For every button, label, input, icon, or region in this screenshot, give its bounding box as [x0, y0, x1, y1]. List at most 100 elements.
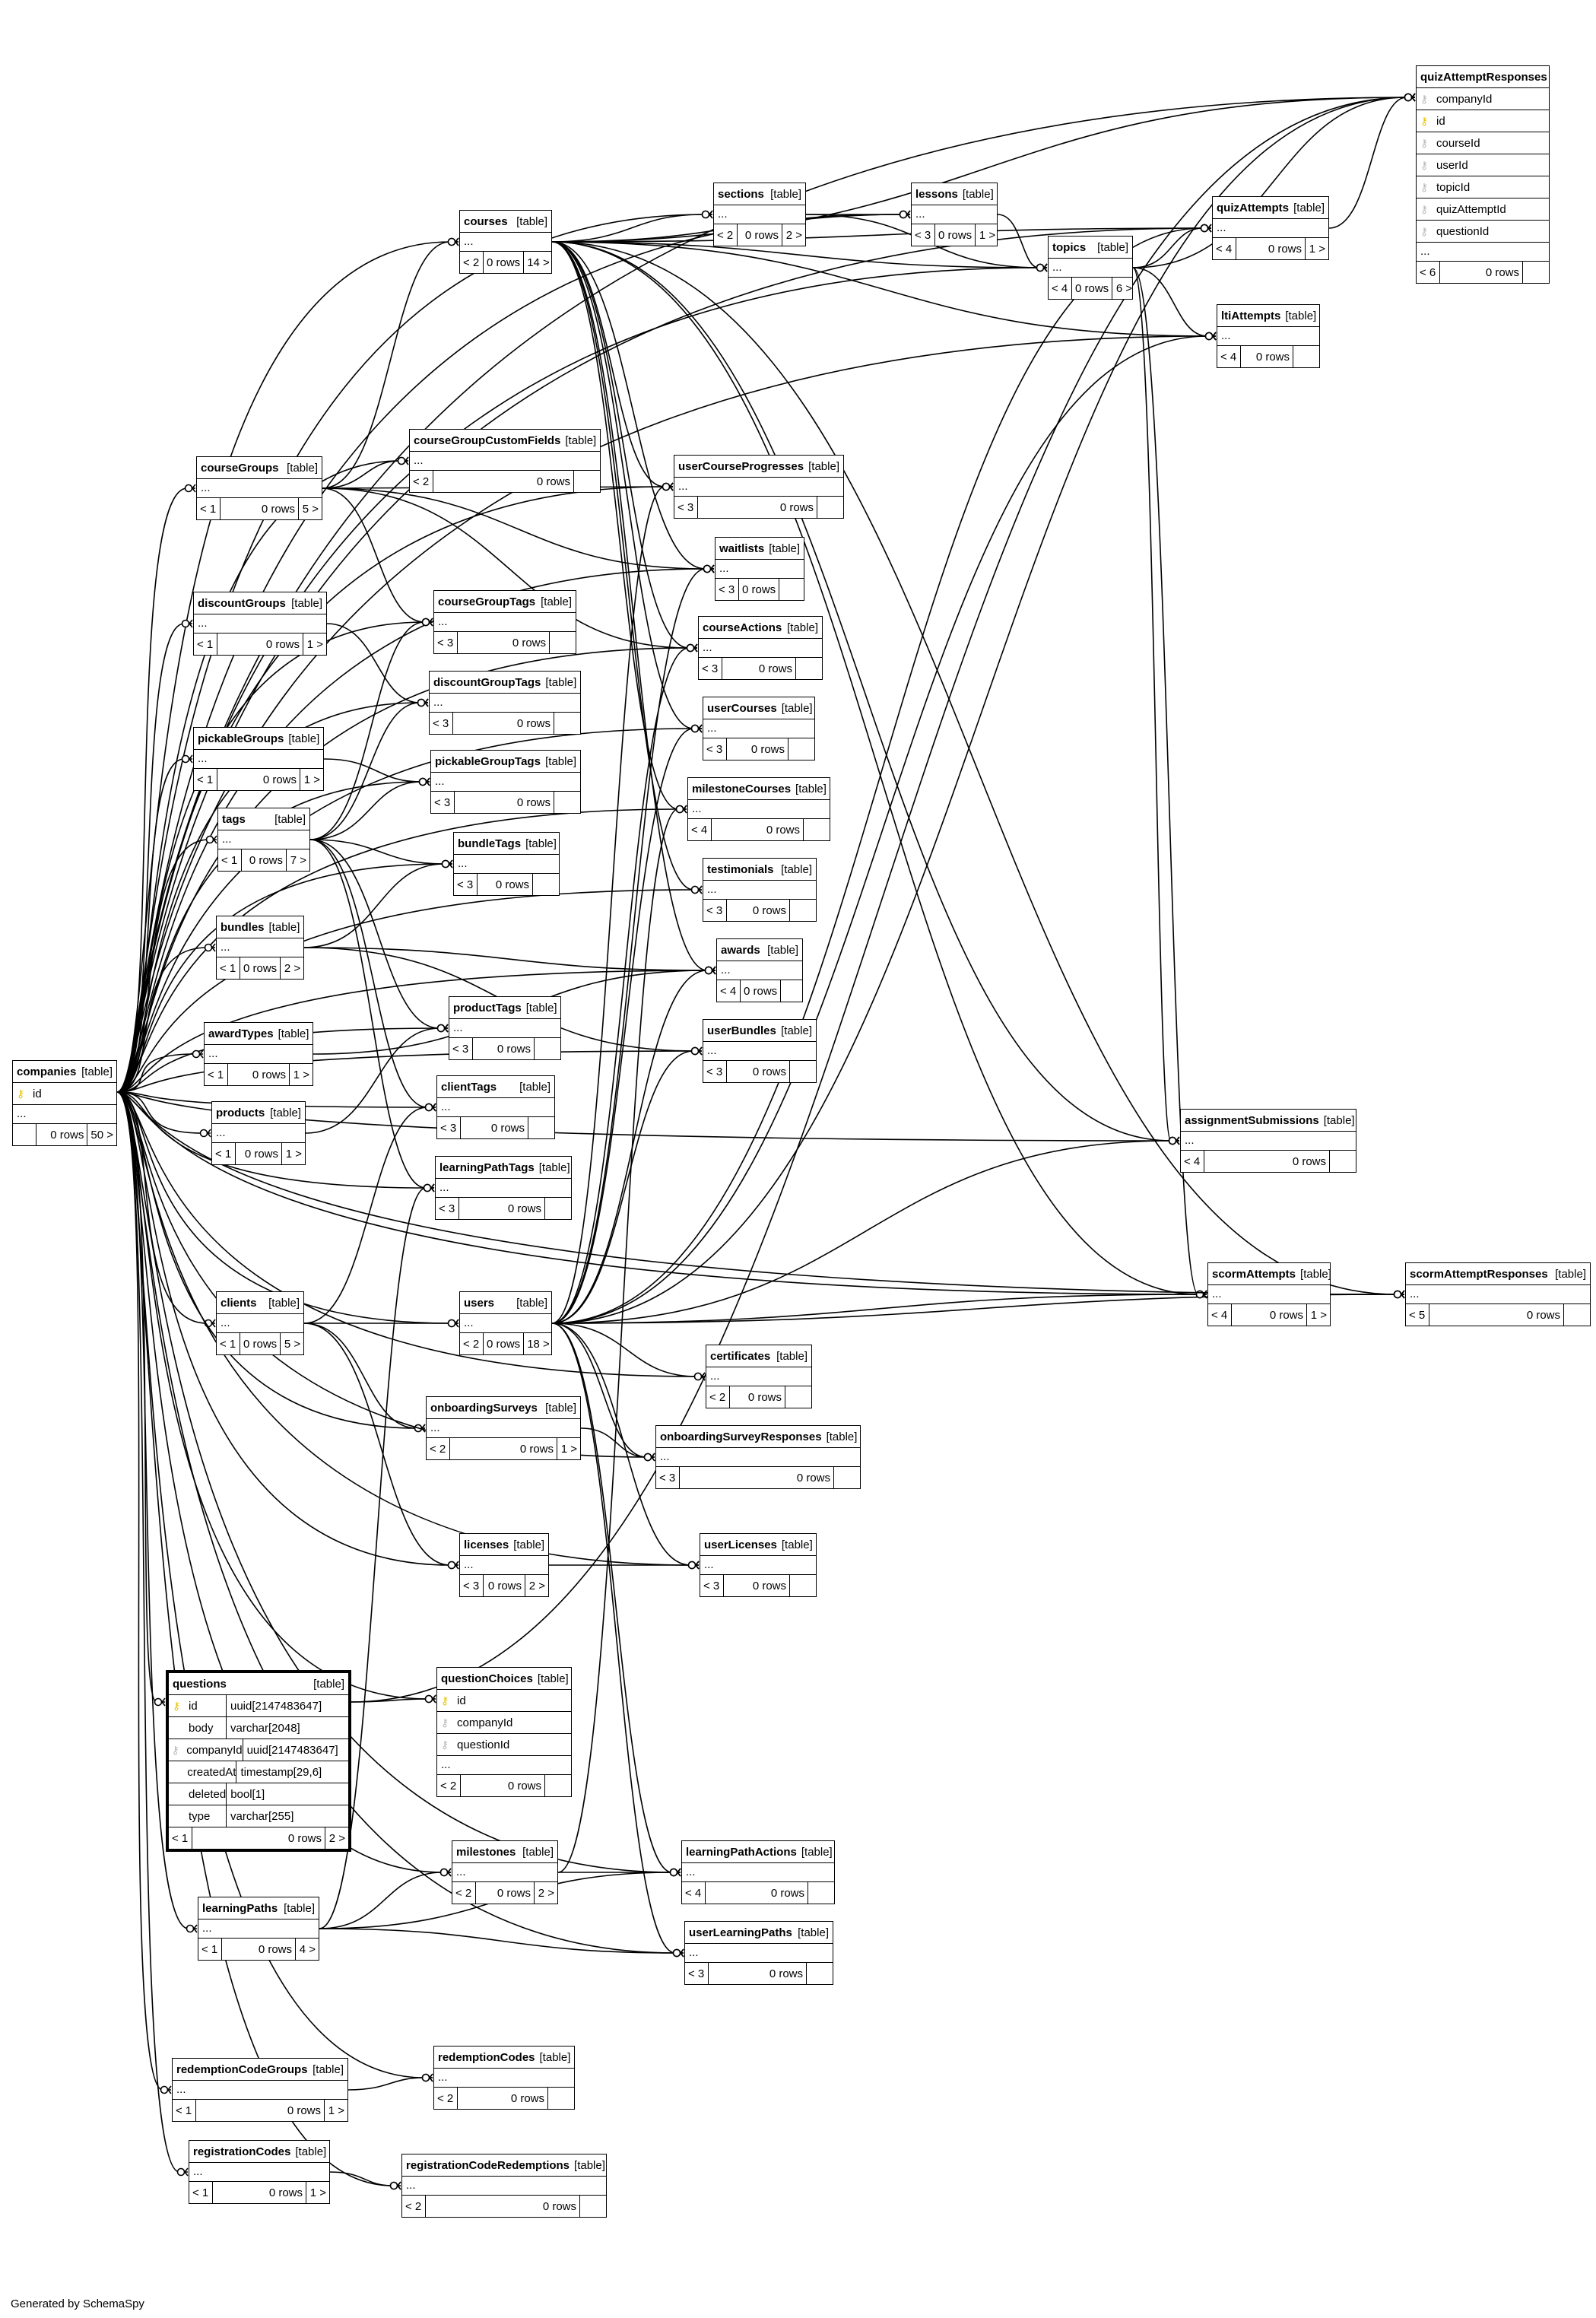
relationship-edge	[319, 1872, 443, 1929]
row-count: 0 rows	[240, 957, 281, 979]
table-name: redemptionCodes	[438, 2050, 535, 2064]
children-count	[808, 1882, 834, 1904]
optional-many-marker	[447, 237, 456, 246]
more-columns-ellipsis: ...	[197, 479, 322, 498]
more-columns-ellipsis: ...	[449, 1019, 560, 1038]
crows-foot-marker	[432, 1103, 436, 1112]
optional-many-marker	[1195, 1290, 1204, 1299]
optional-many-marker	[703, 564, 712, 573]
parents-count: < 1	[173, 2100, 196, 2121]
table-header: courseGroupTags[table]	[434, 591, 576, 613]
optional-many-marker	[899, 210, 908, 219]
relationship-edge	[551, 241, 1172, 1142]
relationship-edge	[551, 241, 1199, 1295]
optional-many-marker	[447, 1319, 456, 1328]
more-columns-ellipsis: ...	[436, 1179, 571, 1198]
crows-foot-marker	[651, 1453, 655, 1462]
crows-foot-marker	[1207, 224, 1212, 233]
crows-foot-marker	[683, 805, 687, 814]
table-type-label: [table]	[539, 2050, 571, 2064]
relationship-edge	[323, 758, 422, 783]
table-name: questionChoices	[441, 1672, 533, 1685]
table-type-label: [table]	[545, 754, 576, 768]
crows-foot-marker	[1401, 1290, 1405, 1299]
crows-foot-marker	[710, 564, 715, 573]
more-columns-ellipsis: ...	[703, 1042, 816, 1061]
optional-many-marker	[669, 1868, 678, 1877]
table-questionChoices[interactable]: questionChoices[table]⚷id⚷companyId⚷ques…	[436, 1667, 572, 1797]
parents-count: < 2	[434, 2088, 458, 2109]
crows-foot-marker	[1401, 1290, 1405, 1299]
children-count	[545, 1775, 571, 1796]
relationship-edge	[309, 839, 445, 865]
parents-count	[13, 1124, 36, 1145]
optional-many-marker	[436, 1024, 446, 1033]
parents-count: < 1	[205, 1064, 228, 1085]
table-name: awards	[721, 943, 760, 957]
parents-count: < 4	[1217, 346, 1241, 367]
more-columns-ellipsis: ...	[217, 1314, 303, 1333]
table-quizAttemptResponses[interactable]: quizAttemptResponses[table]⚷companyId⚷id…	[1416, 65, 1550, 284]
company-relationship-edge	[116, 1091, 163, 2091]
table-type-label: [table]	[808, 459, 839, 473]
table-registrationCodeRedemptions[interactable]: registrationCodeRedemptions[table]...< 2…	[401, 2154, 607, 2218]
row-count: 0 rows	[680, 1467, 834, 1488]
row-count: 0 rows	[722, 658, 796, 679]
table-header: quizAttemptResponses[table]	[1417, 66, 1549, 88]
